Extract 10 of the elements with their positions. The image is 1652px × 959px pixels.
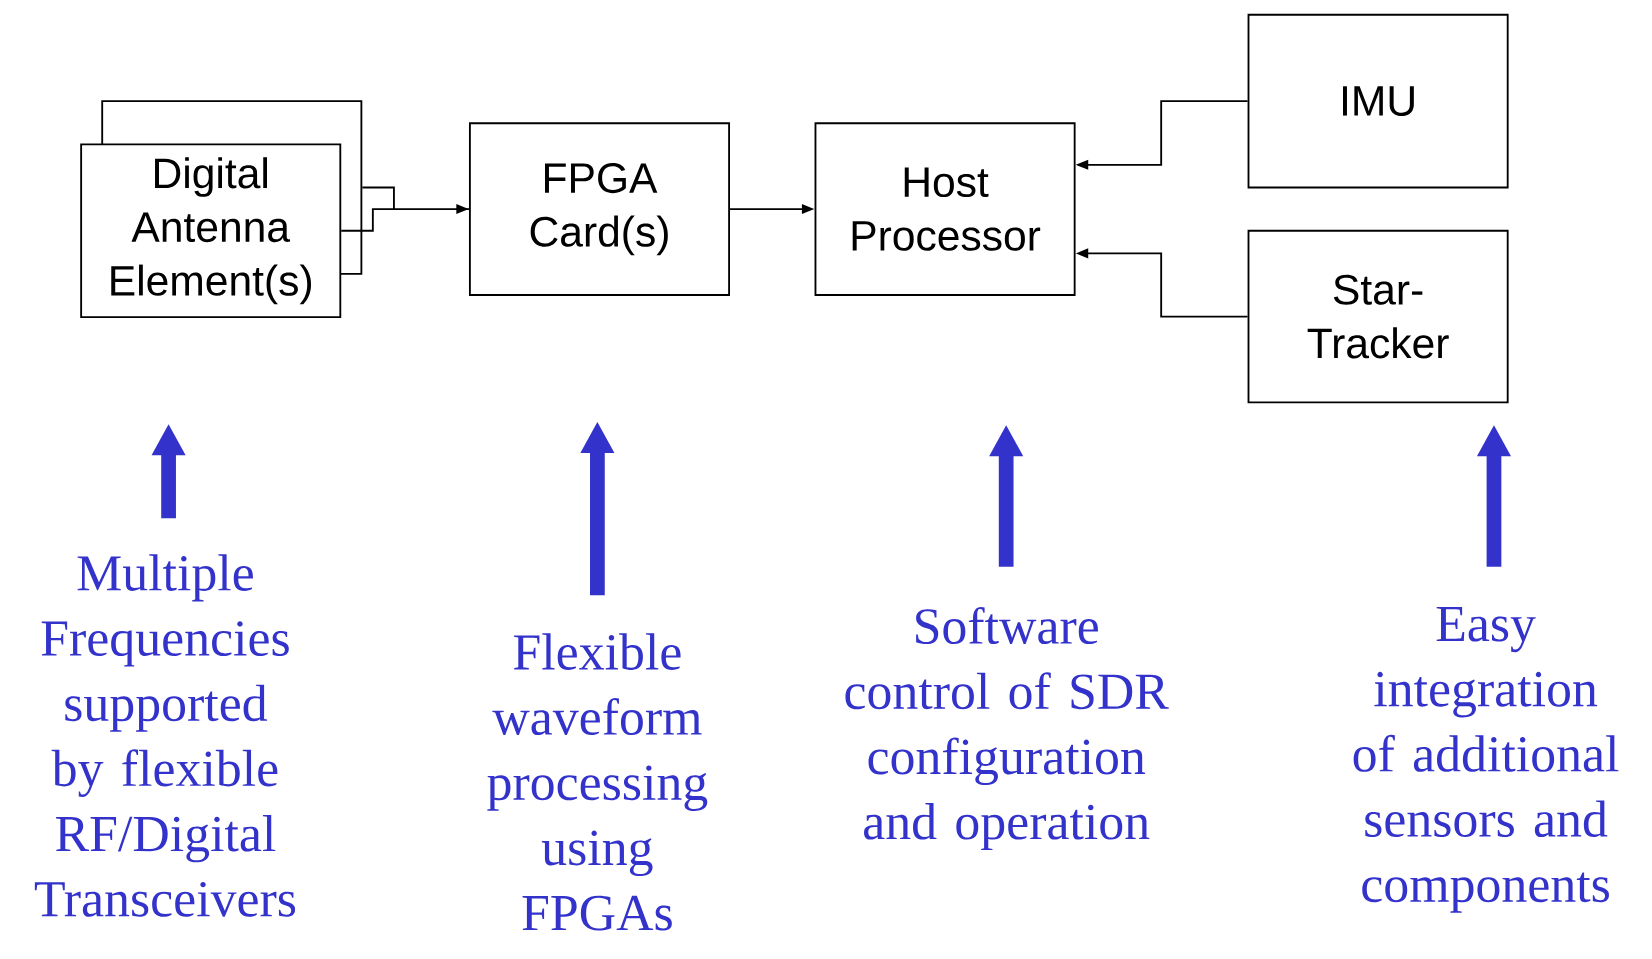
note-text: Flexible waveform processing using FPGAs: [487, 633, 708, 931]
process-box: IMU: [1247, 13, 1509, 189]
process-box: Star-Tracker: [1247, 229, 1509, 404]
note-text: Easy integration of additional sensors and components: [1353, 607, 1619, 913]
process-box: FPGA Card(s): [468, 122, 730, 297]
process-box: Host Processor: [814, 122, 1076, 297]
note-text: Software control of SDR configuration and operation: [845, 607, 1169, 851]
arrow: [340, 186, 470, 232]
note-text: Multiple Frequencies supported by flexible RF/Digital Transceivers: [34, 554, 296, 917]
stacked-box: Digital Antenna Element(s): [80, 100, 363, 319]
